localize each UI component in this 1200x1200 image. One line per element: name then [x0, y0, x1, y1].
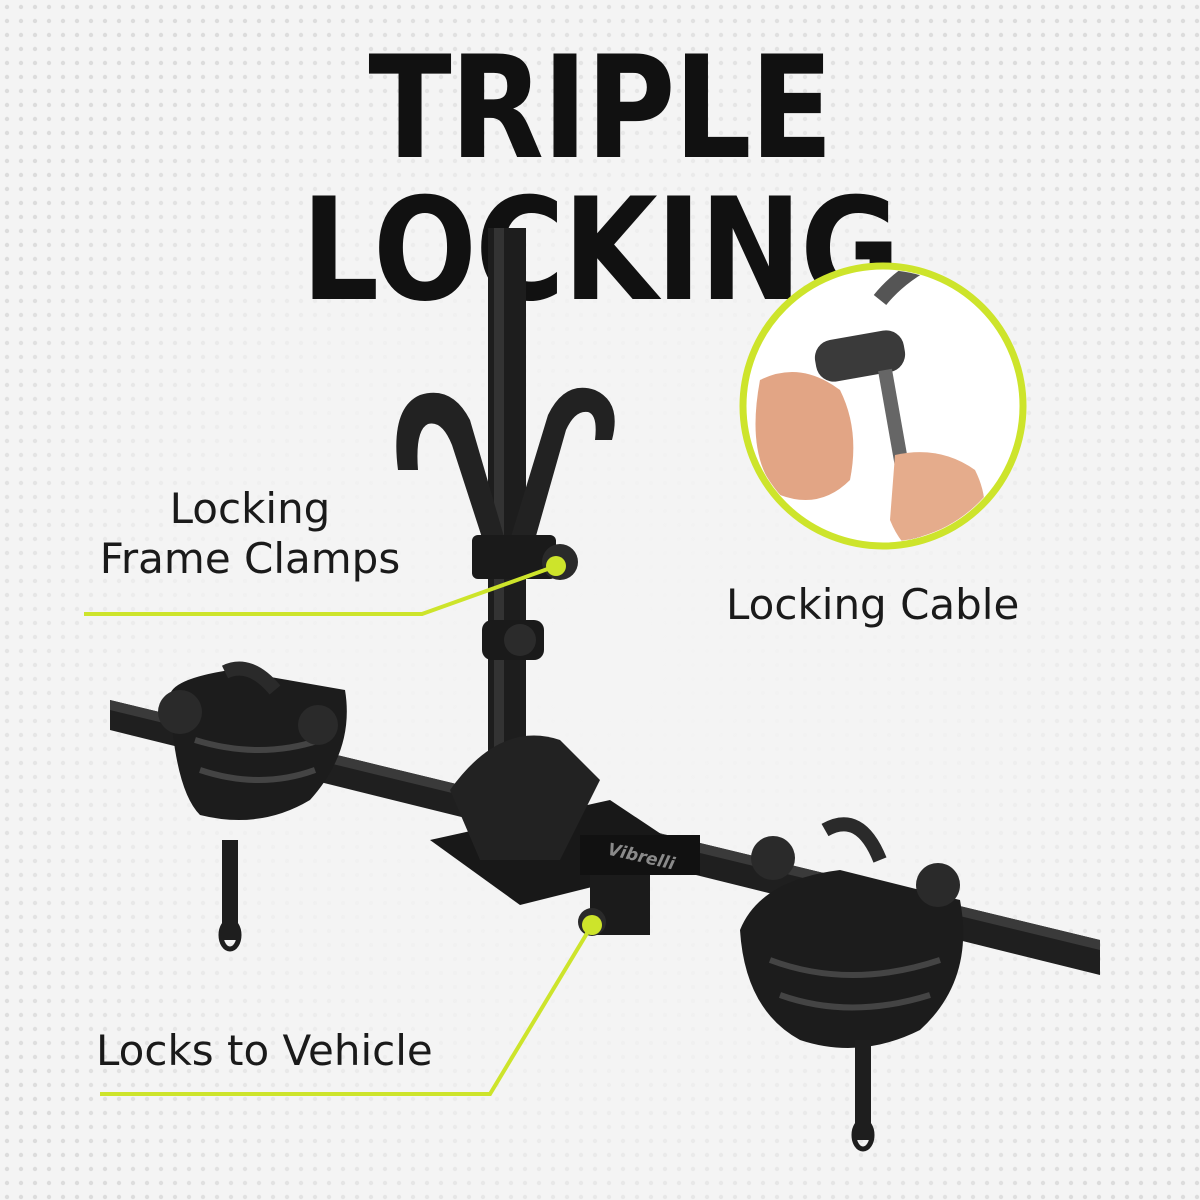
- callout-dot-vehicle: [582, 915, 602, 935]
- callout-locks-to-vehicle: Locks to Vehicle: [96, 1026, 433, 1075]
- callout-frame-clamps: Locking Frame Clamps: [80, 484, 420, 585]
- hand-left: [755, 372, 854, 500]
- frame-hook-left: [396, 392, 505, 550]
- callout-frame-clamps-line2: Frame Clamps: [99, 534, 401, 584]
- cable-inset: [739, 262, 1027, 550]
- callout-locking-cable: Locking Cable: [726, 580, 1020, 629]
- callout-line-clamps: [84, 564, 557, 616]
- callout-line-vehicle: [100, 923, 594, 1096]
- frame-hook-right: [510, 387, 615, 550]
- callout-dot-clamps: [546, 556, 566, 576]
- wheel-tray-left: [158, 661, 347, 952]
- callout-frame-clamps-line1: Locking: [169, 484, 331, 533]
- wheel-tray-right: [740, 817, 964, 1152]
